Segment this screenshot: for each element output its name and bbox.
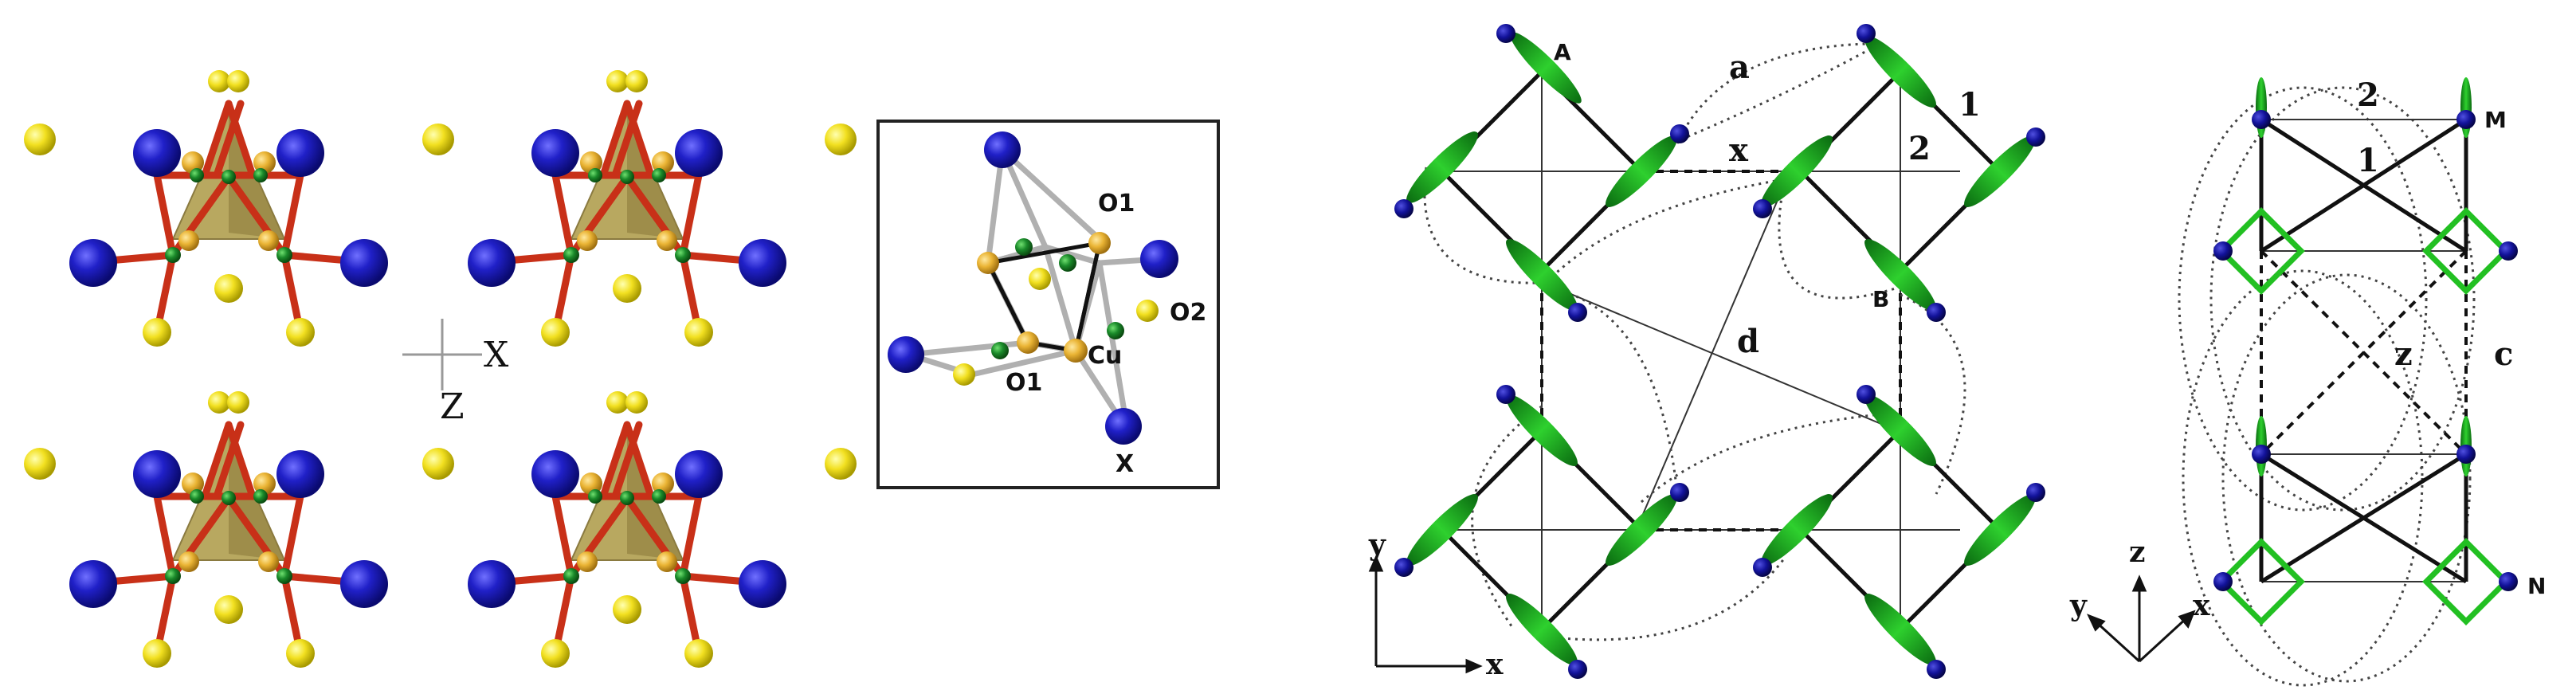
bond-label-z: z (2394, 335, 2413, 373)
axis-label-z: Z (440, 386, 465, 427)
axis-label-y-right: y (2069, 589, 2088, 622)
inset-label-o2: O2 (1170, 299, 1206, 327)
inset-label-o1-top: O1 (1098, 190, 1135, 218)
inset-label-x: X (1115, 450, 1134, 478)
axis-indicator-right (2087, 574, 2196, 663)
inset-cluster-detail: O1 O2 Cu O1 X (876, 120, 1220, 489)
bond-label-2: 2 (1908, 130, 1931, 167)
inset-label-o1-bottom: O1 (1006, 369, 1042, 397)
bond-label-1: 1 (1958, 86, 1981, 124)
orbital-diamonds (2217, 207, 2510, 625)
bond-label-1-side: 1 (2357, 142, 2379, 179)
bond-label-a: a (1729, 49, 1750, 86)
axis-label-x: X (484, 335, 509, 375)
axis-indicator-middle (1368, 555, 1483, 674)
side-view-panel: 2 1 z c M N z y x (2069, 76, 2546, 687)
cluster-top-left (69, 70, 388, 347)
cluster-bottom-left (69, 391, 388, 668)
site-label-b: B (1872, 286, 1889, 312)
axis-indicator-left: X Z (402, 319, 509, 427)
site-label-a: A (1554, 39, 1571, 65)
interstitial-yellow-atoms (24, 124, 857, 480)
axis-label-y: y (1368, 528, 1386, 562)
bond-label-x: x (1729, 131, 1749, 169)
bond-label-d: d (1737, 323, 1759, 360)
site-label-n: N (2527, 573, 2546, 599)
bond-label-2-side: 2 (2357, 76, 2379, 114)
site-label-m: M (2484, 107, 2507, 133)
bond-label-c: c (2494, 335, 2513, 373)
inset-label-cu: Cu (1088, 342, 1122, 370)
crystal-structure-panel: X Z (24, 70, 1220, 668)
cluster-bottom-right (468, 391, 786, 668)
axis-label-x-right: x (2193, 589, 2210, 622)
axis-label-x-middle: x (1486, 648, 1504, 681)
orbital-network-panel: A B a x d 1 2 y x (1368, 24, 2045, 681)
cluster-top-right (468, 70, 786, 347)
axis-label-z-right: z (2129, 535, 2145, 569)
